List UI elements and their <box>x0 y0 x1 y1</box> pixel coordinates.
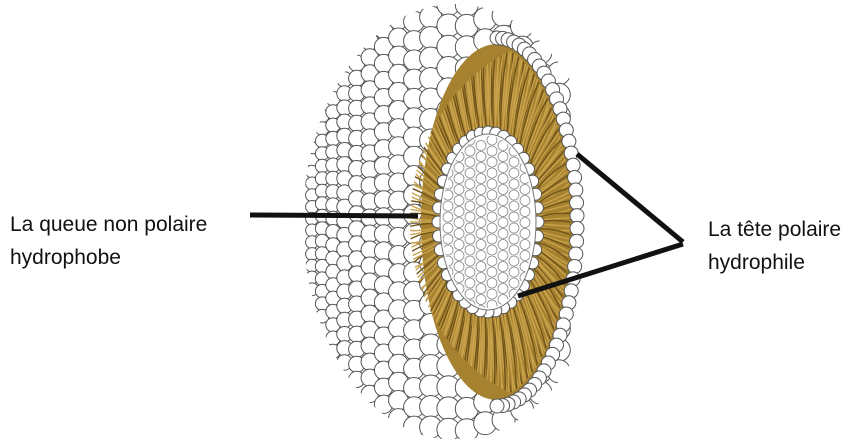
head-label-line2: hydrophile <box>708 246 841 279</box>
tail-pointer-line <box>250 215 418 216</box>
tail-label: La queue non polaire hydrophobe <box>10 208 207 274</box>
tail-label-line2: hydrophobe <box>10 241 207 274</box>
tail-label-line1: La queue non polaire <box>10 208 207 241</box>
head-label-line1: La tête polaire <box>708 213 841 246</box>
head-pointer-line-upper <box>577 154 683 242</box>
head-label: La tête polaire hydrophile <box>708 213 841 279</box>
